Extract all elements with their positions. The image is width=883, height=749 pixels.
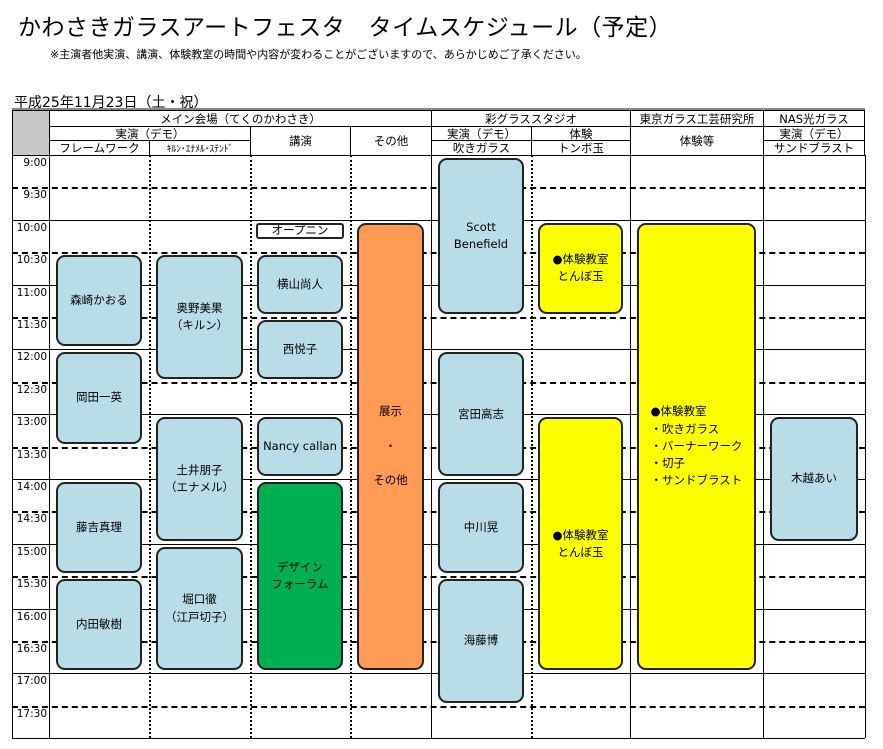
time-label: 11:00 [16,286,47,299]
grid-row-line [12,576,865,579]
event-block: 土井朋子 （エナメル） [156,417,243,541]
venue-main: メイン会場（てくのかわさき） [49,110,432,127]
event-block: 海藤博 [438,579,524,703]
time-label: 10:30 [16,254,47,267]
event-block: 堀口徹 （江戸切子） [156,546,243,671]
grid-row-line [12,705,865,708]
time-label: 15:00 [16,545,47,558]
header-sandblast: サンドブラスト [763,140,865,156]
header-experience: 体験 [531,126,631,141]
time-label: 12:30 [16,383,47,396]
event-block: 横山尚人 [257,255,343,314]
time-label: 14:30 [16,513,47,526]
time-label: 13:00 [16,416,47,429]
header-experience-etc: 体験等 [630,126,764,156]
grid-row-line [12,479,865,480]
time-label: 9:30 [23,189,47,202]
opening-event-block: オープニン [256,222,344,239]
page-title: かわさきガラスアートフェスタ タイムスケジュール（予定） [18,15,673,41]
event-block: 奥野美果 （キルン） [156,255,243,379]
event-block: デザイン フォーラム [257,482,343,671]
time-label: 15:30 [16,578,47,591]
grid-row-line [12,738,865,740]
event-block: 中川晃 [438,482,524,574]
header-demo-main: 実演（デモ） [49,126,251,141]
grid-row-line [12,317,865,319]
header-blown: 吹きガラス [431,140,532,156]
time-label: 17:30 [16,707,47,720]
venue-aya: 彩グラススタジオ [431,110,631,127]
header-other: その他 [350,126,432,156]
header-top-border [12,108,865,111]
time-label: 9:00 [23,157,47,169]
venue-tokyo: 東京ガラス工芸研究所 [630,110,764,127]
header-demo-aya: 実演（デモ） [431,126,532,141]
event-block: ●体験教室 とんぼ玉 [538,222,623,314]
event-block: 宮田高志 [438,352,524,476]
time-label: 14:00 [16,481,47,493]
time-label: 16:30 [16,643,47,655]
time-label: 12:00 [16,351,47,364]
header-tonbo: トンボ玉 [531,140,631,156]
event-block: 展示 ・ その他 [357,222,424,671]
event-block: 西悦子 [257,320,343,379]
venue-nas: NAS光ガラス [763,110,865,127]
time-label: 10:00 [16,221,47,234]
notice-text: ※主演者他実演、講演、体験教室の時間や内容が変わることがございますので、あらかじ… [50,48,587,61]
time-label: 16:00 [16,610,47,623]
event-block: ●体験教室 とんぼ玉 [538,417,623,671]
header-kiln: ｷﾙﾝ･ｴﾅﾒﾙ･ｽﾃﾝﾄﾞ [149,140,251,156]
header-demo-nas: 実演（デモ） [763,126,865,141]
schedule-date: 平成25年11月23日（土・祝） [14,95,208,111]
event-block: 森崎かおる [56,255,142,347]
header-corner [12,110,50,156]
event-block: 内田敏樹 [56,579,142,671]
grid-column-line [865,155,866,739]
grid-row-line [12,155,865,156]
header-lecture: 講演 [250,126,351,156]
time-label: 13:30 [16,448,47,461]
event-block: Scott Benefield [438,158,524,314]
event-block: 岡田一英 [56,352,142,444]
time-label: 17:00 [16,675,47,688]
event-block: Nancy callan [257,417,343,476]
event-block: 木越あい [770,417,858,541]
grid-row-line [12,349,865,351]
time-label: 11:30 [16,319,47,331]
header-frame: フレームワーク [49,140,150,156]
event-block: ●体験教室 ・吹きガラス ・バーナーワーク ・切子 ・サンドブラスト [637,222,756,671]
event-block: 藤吉真理 [56,482,142,574]
